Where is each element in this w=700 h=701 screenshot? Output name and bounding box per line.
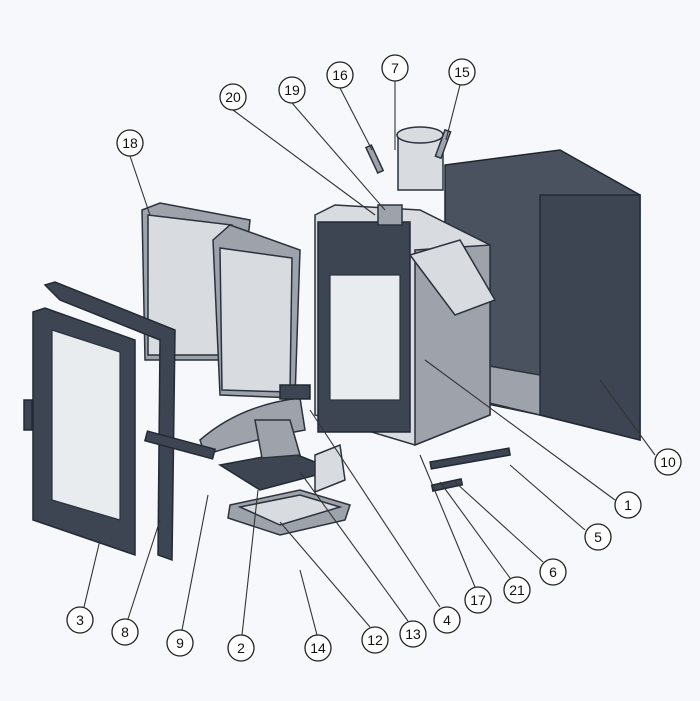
callout-15: 15 — [448, 58, 476, 86]
flue-collar — [364, 126, 452, 191]
callout-4: 4 — [433, 606, 461, 634]
callout-17: 17 — [464, 586, 492, 614]
svg-text:12: 12 — [367, 632, 383, 648]
callout-21: 21 — [503, 576, 531, 604]
callout-14: 14 — [304, 634, 332, 662]
callout-8: 8 — [111, 618, 139, 646]
callout-5: 5 — [584, 523, 612, 551]
callout-1: 1 — [614, 491, 642, 519]
svg-text:15: 15 — [454, 64, 470, 80]
callout-20: 20 — [219, 83, 247, 111]
svg-text:16: 16 — [332, 67, 348, 83]
svg-text:1: 1 — [624, 497, 632, 513]
svg-text:20: 20 — [225, 89, 241, 105]
svg-text:19: 19 — [284, 82, 300, 98]
svg-text:2: 2 — [237, 640, 245, 656]
callout-12: 12 — [361, 626, 389, 654]
callout-7: 7 — [381, 54, 409, 82]
side-liner-panels — [141, 202, 301, 399]
firebox-body — [314, 204, 497, 447]
svg-text:21: 21 — [509, 582, 525, 598]
svg-text:14: 14 — [310, 640, 326, 656]
door-frame — [43, 281, 176, 562]
callout-13: 13 — [399, 620, 427, 648]
leader-lines — [83, 81, 656, 636]
grate-and-ashpan — [143, 384, 511, 536]
outer-cladding-box — [444, 149, 641, 441]
svg-text:10: 10 — [660, 454, 676, 470]
callout-9: 9 — [166, 629, 194, 657]
svg-text:3: 3 — [76, 612, 84, 628]
door — [23, 307, 136, 557]
svg-text:8: 8 — [121, 624, 129, 640]
svg-text:18: 18 — [122, 135, 138, 151]
callout-16: 16 — [326, 61, 354, 89]
callout-18: 18 — [116, 129, 144, 157]
svg-text:5: 5 — [594, 529, 602, 545]
callout-2: 2 — [227, 634, 255, 662]
callout-19: 19 — [278, 76, 306, 104]
svg-text:13: 13 — [405, 626, 421, 642]
svg-text:6: 6 — [549, 564, 557, 580]
svg-text:4: 4 — [443, 612, 451, 628]
callout-3: 3 — [66, 606, 94, 634]
svg-text:9: 9 — [176, 635, 184, 651]
svg-text:7: 7 — [391, 60, 399, 76]
svg-text:17: 17 — [470, 592, 486, 608]
callout-6: 6 — [539, 558, 567, 586]
callout-10: 10 — [654, 448, 682, 476]
